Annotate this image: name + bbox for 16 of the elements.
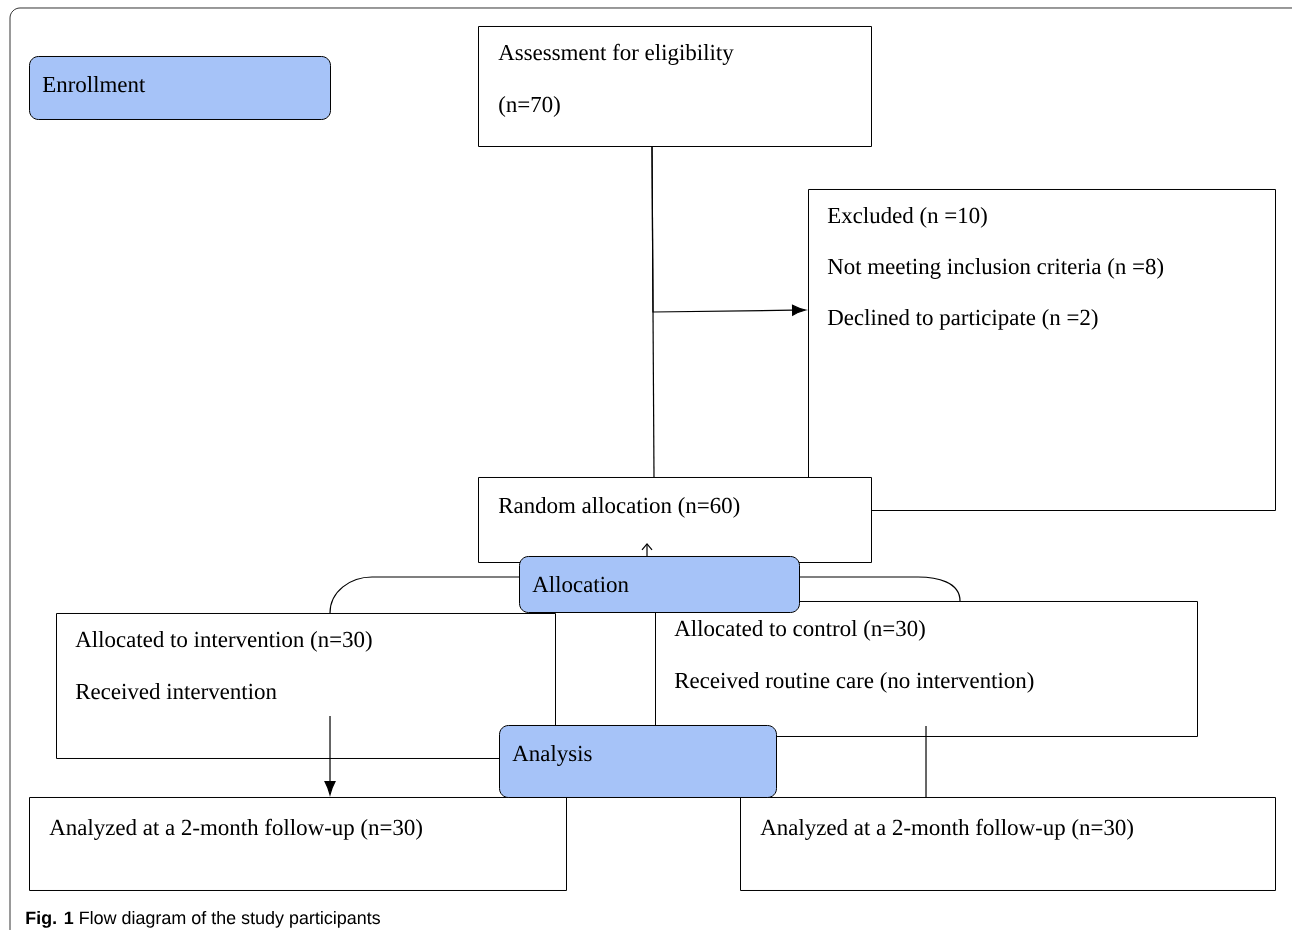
process-box: Random allocation (n=60) bbox=[478, 477, 872, 563]
arrow bbox=[641, 543, 653, 557]
connector-line bbox=[799, 576, 961, 602]
process-box: Allocated to control (n=30) Received routine care (no intervention) bbox=[655, 601, 1198, 737]
process-box: Assessment for eligibility (n=70) bbox=[478, 26, 872, 147]
process-box: Excluded (n =10) Not meeting inclusion criteria (n =8) Declined to participate (n =2) bbox=[808, 189, 1276, 511]
arrow bbox=[651, 146, 807, 316]
stage-box: Analysis bbox=[499, 725, 777, 798]
process-box: Analyzed at a 2-month follow-up (n=30) bbox=[29, 797, 567, 891]
stage-box: Enrollment bbox=[29, 56, 331, 120]
arrow bbox=[324, 715, 336, 796]
stage-box: Allocation bbox=[519, 556, 800, 613]
process-box: Analyzed at a 2-month follow-up (n=30) bbox=[740, 797, 1276, 891]
connector-line bbox=[329, 576, 520, 614]
connector-line bbox=[925, 725, 927, 798]
figure-caption: Fig. 1 Flow diagram of the study participants bbox=[26, 911, 380, 928]
